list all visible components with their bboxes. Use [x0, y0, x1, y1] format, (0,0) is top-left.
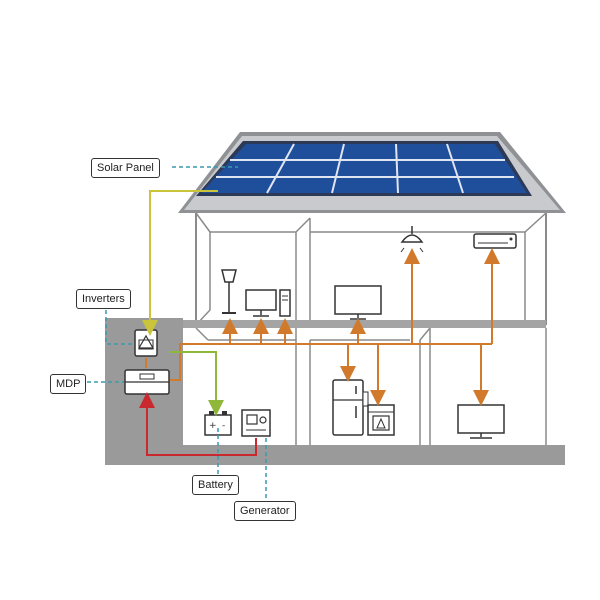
monitor-icon	[457, 404, 505, 439]
generator-label: Generator	[234, 501, 296, 521]
battery-label: Battery	[192, 475, 239, 495]
inverter-icon	[134, 329, 158, 357]
generator-line	[139, 392, 257, 456]
refrigerator-icon	[332, 379, 369, 436]
inverters-label: Inverters	[76, 289, 131, 309]
mdp-label: MDP	[50, 374, 87, 394]
battery-line	[170, 351, 224, 416]
house-frame	[195, 212, 547, 326]
ground-slab	[105, 445, 565, 465]
mdp-icon	[124, 369, 170, 395]
solar-panel-icon	[196, 141, 532, 196]
lamp-icon	[221, 269, 237, 314]
tv-icon	[334, 285, 382, 320]
power-distribution-lines	[170, 248, 500, 406]
svg-text:-: -	[222, 421, 225, 431]
svg-text:+: +	[209, 421, 217, 431]
generator-icon	[241, 409, 271, 437]
solar-feed-line	[142, 190, 218, 336]
desktop-computer-icon	[245, 289, 291, 317]
ceiling-light-icon	[400, 226, 424, 253]
solar-panel-label: Solar Panel	[91, 158, 160, 178]
callout-leaders	[80, 166, 267, 500]
air-conditioner-icon	[473, 233, 517, 249]
oven-icon	[367, 404, 395, 436]
